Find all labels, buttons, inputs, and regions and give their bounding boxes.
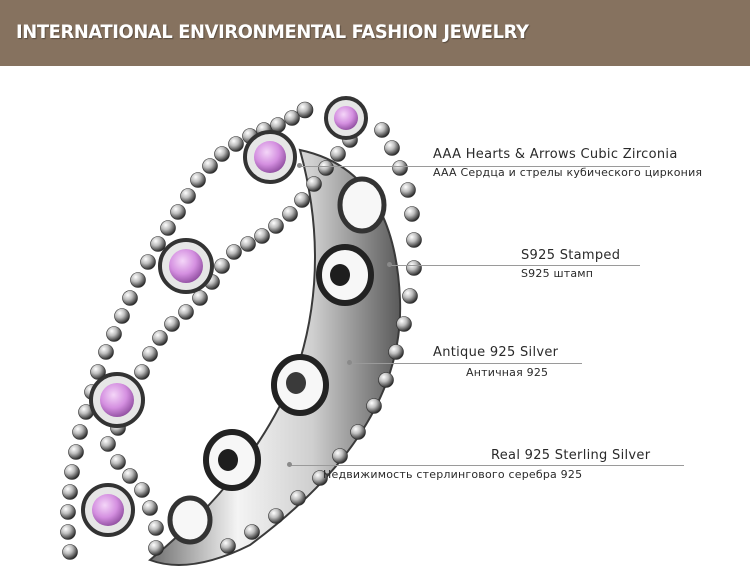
callout-leader-dot <box>297 163 302 168</box>
callout-label-ru: Недвижимость стерлингового серебра 925 <box>323 468 583 481</box>
callout-leader-line <box>390 265 640 266</box>
callout-label-ru: Античная 925 <box>466 366 549 379</box>
callout-leader-dot <box>287 462 292 467</box>
callout-label-en: Real 925 Sterling Silver <box>491 448 651 463</box>
ring-stones <box>81 96 368 537</box>
callout-leader-dot <box>387 262 392 267</box>
ring-product-image <box>60 96 422 566</box>
callout-leader-dot <box>347 360 352 365</box>
callout-label-ru: AAA Сердца и стрелы кубического циркония <box>433 166 703 179</box>
callout-label-ru: S925 штамп <box>521 267 594 280</box>
callout-leader-line <box>350 363 582 364</box>
header-title: INTERNATIONAL ENVIRONMENTAL FASHION JEWE… <box>16 21 529 43</box>
callout-leader-line <box>300 166 650 167</box>
callout-label-en: AAA Hearts & Arrows Cubic Zirconia <box>433 147 678 162</box>
ring-inner-band <box>148 148 402 566</box>
callout-label-en: Antique 925 Silver <box>433 345 559 360</box>
header-banner: INTERNATIONAL ENVIRONMENTAL FASHION JEWE… <box>0 0 750 66</box>
callout-label-en: S925 Stamped <box>521 248 621 263</box>
ring-beaded-lattice <box>60 101 422 560</box>
callout-leader-line <box>290 465 684 466</box>
